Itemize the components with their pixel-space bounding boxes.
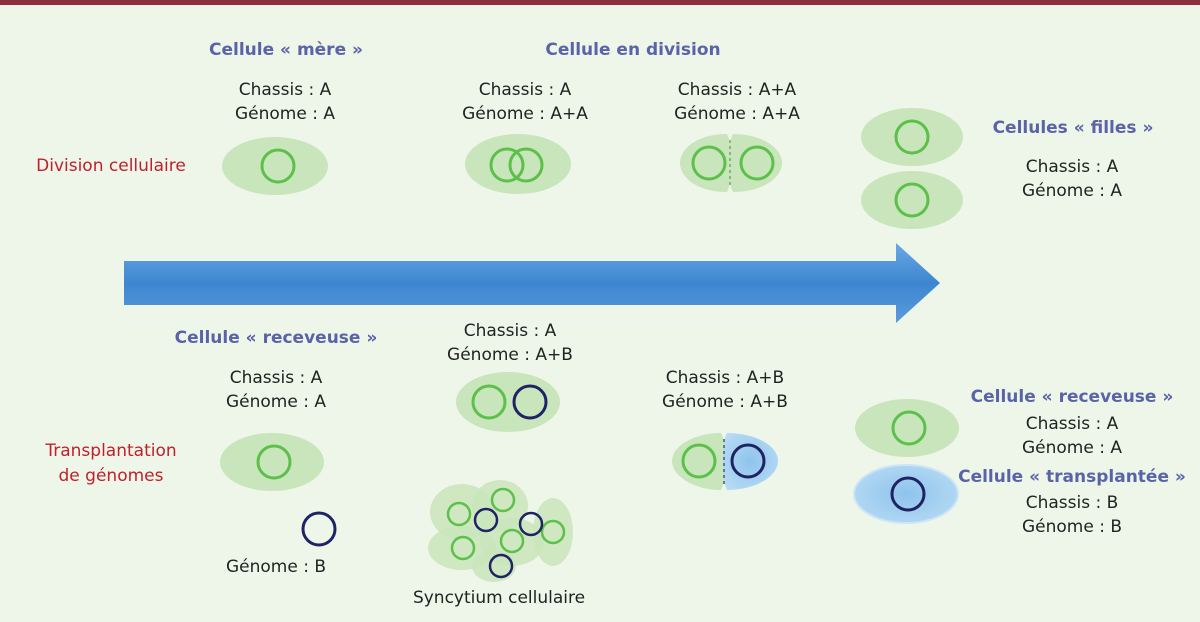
dividing-cell-2-info: Chassis : A+A Génome : A+A [674, 78, 800, 126]
result-recipient-cell [855, 399, 959, 457]
genome-a-circle [489, 147, 525, 183]
chassis-text: Chassis : B [1025, 493, 1119, 513]
chassis-text: Chassis : A [238, 80, 332, 100]
heading-transplanted-cell: Cellule « transplantée » [958, 467, 1186, 487]
fused-cell-info: Chassis : A Génome : A+B [447, 319, 573, 367]
genome-a-circle [540, 519, 566, 545]
heading-mother-cell: Cellule « mère » [209, 40, 363, 60]
timeline-arrow [124, 243, 940, 323]
genome-a-circle [739, 145, 775, 181]
heading-result-recipient-cell: Cellule « receveuse » [970, 387, 1174, 407]
dividing-cell-ab-info: Chassis : A+B Génome : A+B [662, 366, 788, 414]
genome-text: Génome : B [1021, 517, 1123, 537]
chassis-text: Chassis : A [1025, 157, 1119, 177]
genome-a-circle [446, 501, 472, 527]
genome-text: Génome : A+A [462, 104, 588, 124]
genome-b-circle [890, 476, 926, 512]
genome-text: Génome : A+B [447, 345, 573, 365]
row-label-transplant: Transplantation de génomes [45, 439, 176, 489]
row-label-transplant-line1: Transplantation [45, 441, 177, 461]
row-label-division: Division cellulaire [36, 156, 186, 176]
heading-daughter-cells: Cellules « filles » [992, 118, 1154, 138]
result-recipient-info: Chassis : A Génome : A [1022, 412, 1122, 460]
genome-text: Génome : A+A [674, 104, 800, 124]
heading-dividing-cell: Cellule en division [545, 40, 721, 60]
genome-a-circle [471, 384, 507, 420]
daughter-cell-bottom [861, 171, 963, 229]
genome-text: Génome : A [1022, 181, 1122, 201]
heading-recipient-cell: Cellule « receveuse » [174, 328, 378, 348]
dividing-cell-ab [672, 433, 778, 490]
genome-text: Génome : A [1022, 438, 1122, 458]
genome-text: Génome : A+B [662, 392, 788, 412]
daughter-cells-info: Chassis : A Génome : A [1022, 155, 1122, 203]
mother-cell [222, 137, 328, 195]
genome-a-circle [260, 148, 296, 184]
genome-a-circle [256, 444, 292, 480]
recipient-cell [220, 433, 324, 491]
dividing-cell-1 [465, 134, 571, 194]
genome-b-circle [473, 507, 499, 533]
genome-a-circle [490, 487, 516, 513]
dividing-cell-1-info: Chassis : A Génome : A+A [462, 78, 588, 126]
recipient-cell-info: Chassis : A Génome : A [226, 366, 326, 414]
genome-a-circle [894, 119, 930, 155]
chassis-text: Chassis : A [229, 368, 323, 388]
genome-a-circle [891, 410, 927, 446]
daughter-cell-top [861, 108, 963, 166]
chassis-text: Chassis : A+B [665, 368, 785, 388]
genome-a-circle [508, 147, 544, 183]
genome-b-circle [488, 553, 514, 579]
genome-text: Génome : A [235, 104, 335, 124]
chassis-text: Chassis : A [463, 321, 557, 341]
row-label-transplant-line2: de génomes [58, 466, 164, 486]
genome-b-circle [512, 384, 548, 420]
fused-cell [456, 372, 560, 432]
free-genome-b-circle [301, 511, 337, 547]
genome-a-circle [691, 145, 727, 181]
top-border [0, 0, 1200, 5]
genome-a-circle [450, 535, 476, 561]
chassis-text: Chassis : A+A [677, 80, 797, 100]
transplanted-info: Chassis : B Génome : B [1022, 491, 1122, 539]
genome-a-circle [894, 182, 930, 218]
genome-a-circle [681, 443, 717, 479]
genome-text: Génome : A [226, 392, 326, 412]
result-transplanted-cell [853, 464, 959, 524]
chassis-text: Chassis : A [1025, 414, 1119, 434]
genome-b-circle [730, 443, 766, 479]
genome-a-circle [499, 528, 525, 554]
mother-cell-info: Chassis : A Génome : A [235, 78, 335, 126]
syncytium [428, 480, 573, 582]
genome-b-circle [518, 511, 544, 537]
syncytium-label: Syncytium cellulaire [412, 588, 586, 608]
dividing-cell-2 [680, 134, 782, 192]
free-genome-label: Génome : B [225, 557, 327, 577]
chassis-text: Chassis : A [478, 80, 572, 100]
